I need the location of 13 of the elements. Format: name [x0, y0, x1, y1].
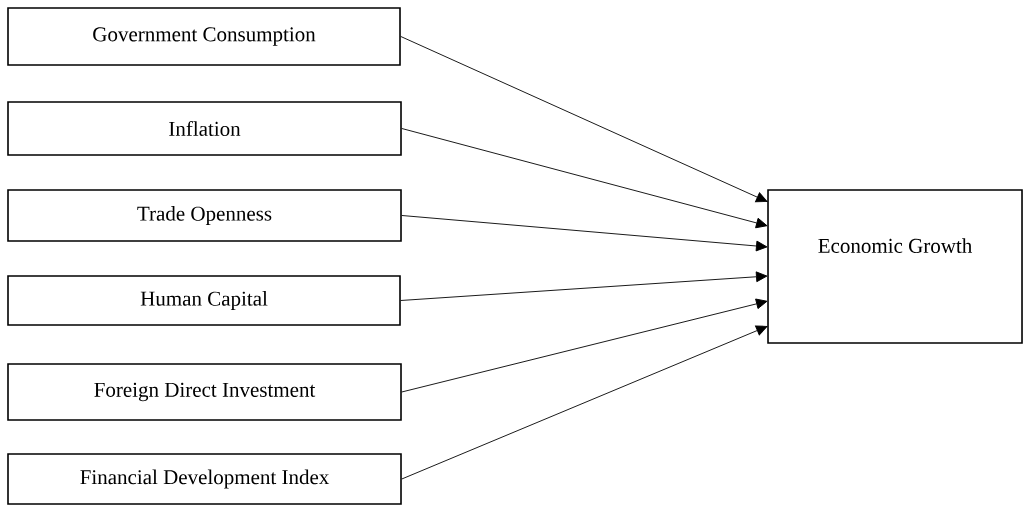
arrow — [400, 271, 768, 301]
box: Human Capital — [7, 275, 401, 326]
box: Foreign Direct Investment — [7, 363, 402, 421]
arrow — [401, 298, 768, 393]
arrow — [400, 36, 768, 203]
box: Economic Growth — [767, 189, 1023, 344]
box: Inflation — [7, 101, 402, 156]
arrow — [401, 325, 768, 480]
arrow — [401, 215, 768, 252]
box: Government Consumption — [7, 7, 401, 66]
arrow — [401, 128, 768, 229]
box: Financial Development Index — [7, 453, 402, 505]
box: Trade Openness — [7, 189, 402, 242]
